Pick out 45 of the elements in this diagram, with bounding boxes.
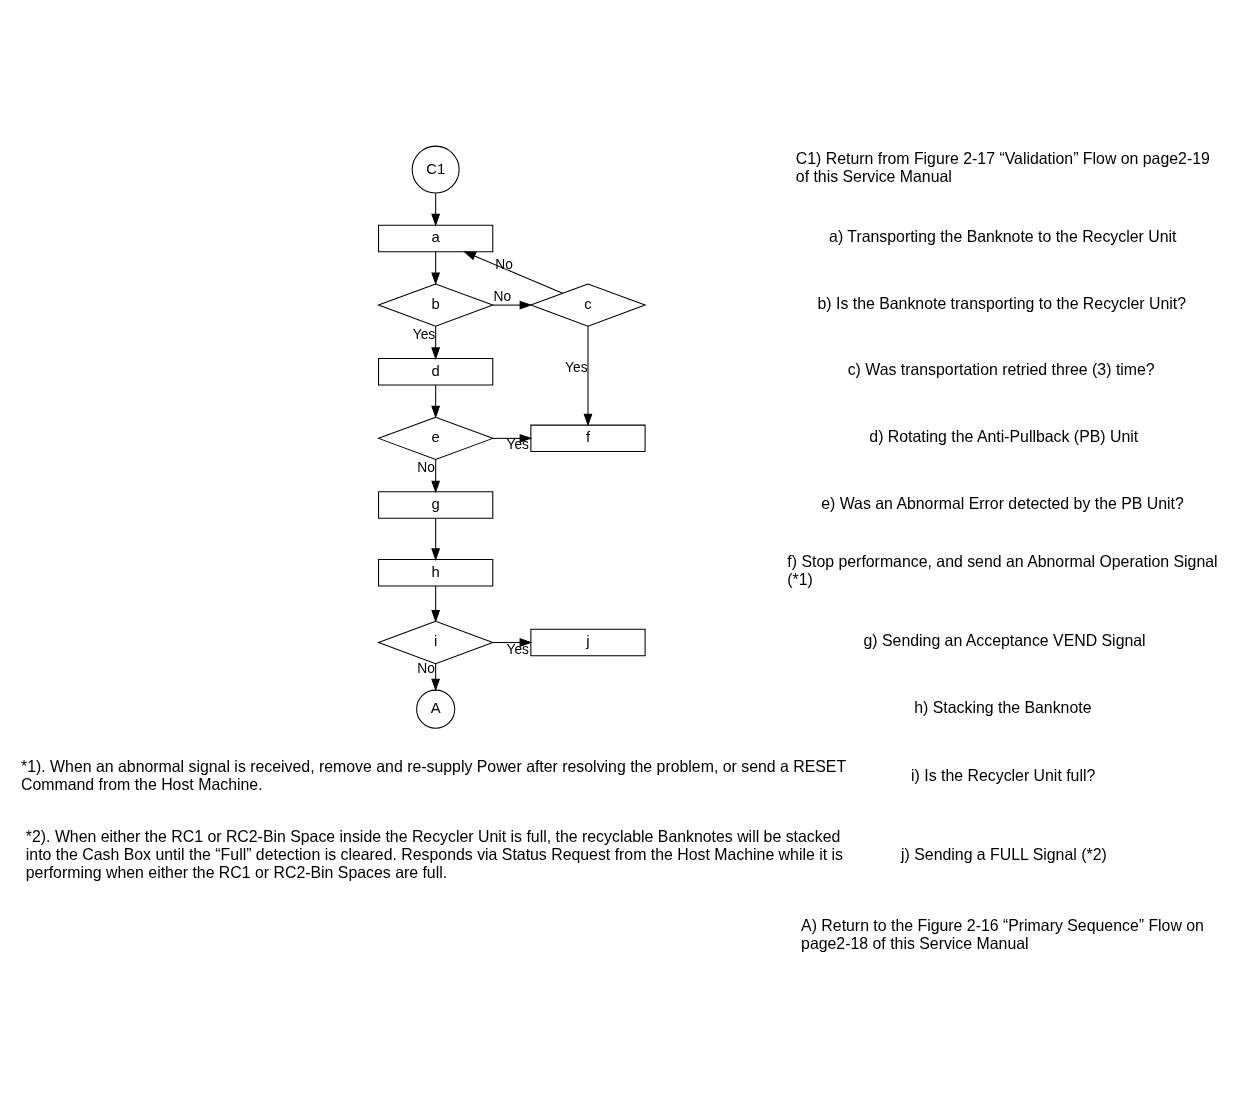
node-circle: A <box>416 689 456 729</box>
label: h) Stacking the Banknote <box>914 698 1092 716</box>
node-box: f <box>530 424 646 453</box>
node-diamond: c <box>529 283 647 327</box>
label: *1). When an abnormal signal is received, remove and re-supply Power after resolving the problem, or send a RESET Command from the Host Machine. <box>21 757 847 793</box>
edge-label: No <box>417 460 435 476</box>
node-box: h <box>378 558 494 587</box>
node-box: d <box>378 358 494 386</box>
arrow <box>431 663 441 692</box>
edge-label: Yes <box>565 359 588 375</box>
label: *2). When either the RC1 or RC2-Bin Space inside the Recycler Unit is full, the recyclable Banknotes will be stacked into the Cash Box until the “Full” detection is cleared. Responds via Status Request from the Host Machine while it is performing when either the RC1 or RC2-Bin Spaces are full. <box>25 828 843 882</box>
node-box: g <box>378 491 494 519</box>
label: j) Sending a FULL Signal (*2) <box>901 846 1107 864</box>
label: e) Was an Abnormal Error detected by the PB Unit? <box>821 494 1184 512</box>
label: a) Transporting the Banknote to the Recycler Unit <box>829 228 1177 246</box>
label: A) Return to the Figure 2-16 “Primary Sequence” Flow on page2-18 of this Service Manual <box>801 917 1204 953</box>
arrow <box>463 251 564 294</box>
node-box: j <box>530 628 646 657</box>
node-box: a <box>378 224 494 253</box>
arrow <box>431 326 441 361</box>
node-diamond: b <box>377 283 495 327</box>
arrow <box>583 325 593 427</box>
edge-label: Yes <box>506 641 529 657</box>
arrow <box>431 517 441 561</box>
label: i) Is the Recycler Unit full? <box>911 766 1096 784</box>
edge-label: No <box>495 256 513 272</box>
edge-label: Yes <box>412 326 436 342</box>
arrow <box>431 251 441 286</box>
label: g) Sending an Acceptance VEND Signal <box>863 632 1146 650</box>
edge-label: No <box>493 289 512 305</box>
label: C1) Return from Figure 2-17 “Validation” Flow on page2-19 of this Service Manual <box>795 150 1210 186</box>
arrow <box>431 585 441 623</box>
arrow <box>492 433 533 443</box>
label: b) Is the Banknote transporting to the Recycler Unit? <box>817 294 1186 312</box>
edge-label: Yes <box>506 437 529 453</box>
node-circle: C1 <box>411 145 460 194</box>
label: c) Was transportation retried three (3) time? <box>847 361 1155 379</box>
arrow <box>492 638 533 647</box>
arrow <box>431 192 441 227</box>
label: d) Rotating the Anti-Pullback (PB) Unit <box>869 428 1139 446</box>
node-diamond: e <box>377 416 495 461</box>
arrow <box>431 384 441 419</box>
arrow <box>431 459 441 494</box>
arrow <box>492 300 533 310</box>
label: f) Stop performance, and send an Abnormal Operation Signal (*1) <box>787 553 1218 589</box>
